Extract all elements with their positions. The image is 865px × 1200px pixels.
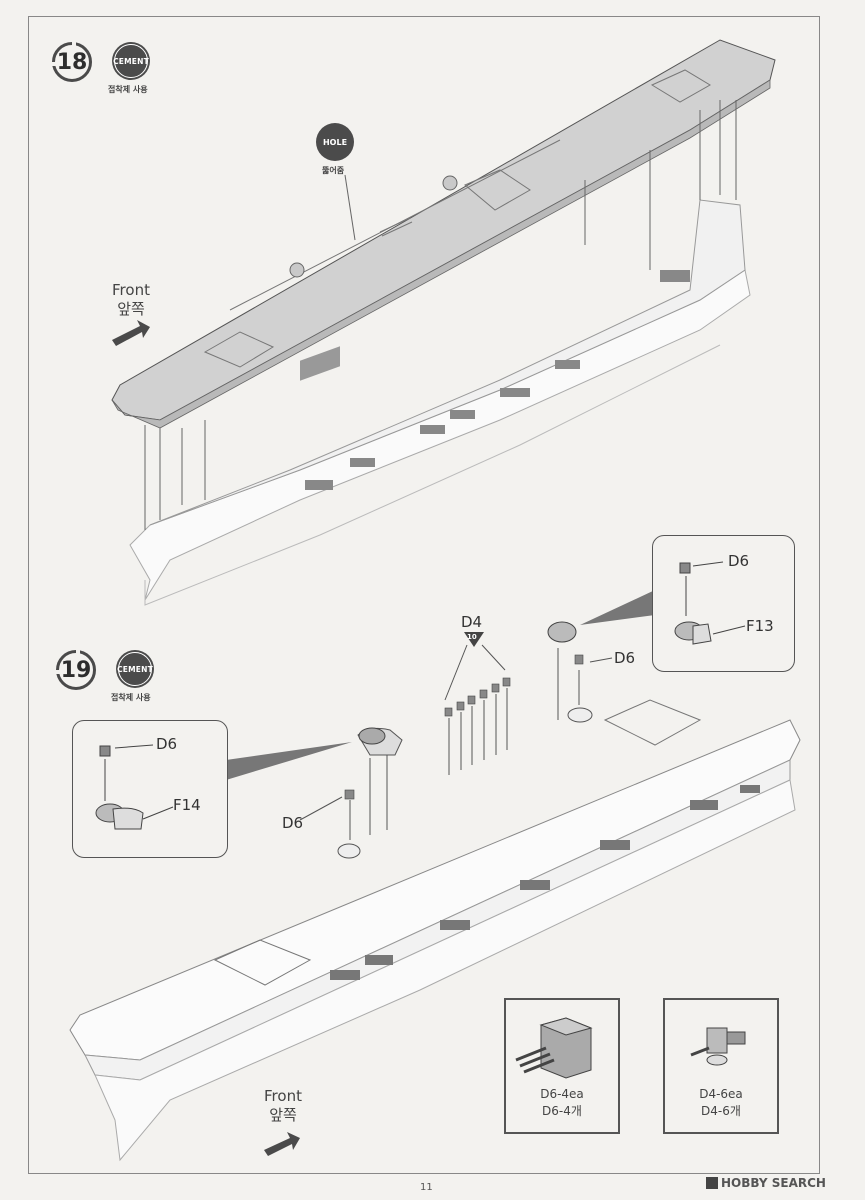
step-18-carrier-illustration [111, 39, 776, 606]
label-d6-left: D6 [282, 814, 304, 832]
page-frame [28, 16, 820, 1174]
part-box-d4: D4-6ea D4-6개 [663, 998, 779, 1134]
front-ko-18: 앞쪽 [117, 300, 145, 318]
hole-badge: HOLE [316, 123, 354, 161]
step-19-number: 19 [55, 649, 96, 690]
inset-label-d6-left: D6 [156, 735, 178, 753]
label-d6-right: D6 [614, 649, 636, 667]
cement-caption-19: 접착제 사용 [111, 693, 151, 702]
inset-d6-f14: D6 F14 [72, 720, 228, 858]
inset-label-f14: F14 [173, 796, 201, 814]
cement-badge-19: CEMENT [116, 650, 154, 688]
front-ko-19: 앞쪽 [269, 1106, 297, 1124]
part-box-d6-caption: D6-4ea D6-4개 [506, 1086, 618, 1120]
label-d4-qty: 10 [467, 633, 477, 641]
watermark-logo-icon [706, 1177, 718, 1189]
front-en-19: Front [264, 1087, 302, 1105]
part-box-d4-line2: D4-6개 [701, 1104, 741, 1118]
part-box-d6: D6-4ea D6-4개 [504, 998, 620, 1134]
part-box-d4-line1: D4-6ea [699, 1087, 743, 1101]
inset-d6-f14-drawing [95, 744, 174, 830]
cement-caption-18: 접착제 사용 [108, 85, 148, 94]
front-label-18: Front 앞쪽 [104, 281, 158, 319]
inset-label-f13: F13 [746, 617, 774, 635]
inset-d6-f13-drawing [674, 561, 746, 645]
step-18-number: 18 [51, 41, 92, 82]
part-box-d6-drawing [515, 1017, 593, 1079]
part-box-d4-caption: D4-6ea D4-6개 [665, 1086, 777, 1120]
label-d4: D4 [461, 613, 483, 631]
part-box-d6-line2: D6-4개 [542, 1104, 582, 1118]
part-box-d6-line1: D6-4ea [540, 1087, 584, 1101]
part-box-d4-drawing [690, 1027, 746, 1066]
page-number: 11 [420, 1182, 433, 1193]
inset-d6-f13: D6 F13 [652, 535, 795, 672]
cement-badge-19-text: CEMENT [117, 652, 153, 686]
cement-badge-18: CEMENT [112, 42, 150, 80]
front-label-19: Front 앞쪽 [256, 1087, 310, 1125]
front-en-18: Front [112, 281, 150, 299]
watermark-text: HOBBY SEARCH [721, 1176, 826, 1190]
hole-caption: 뚫어줌 [322, 166, 345, 175]
inset-label-d6-top: D6 [728, 552, 750, 570]
cement-badge-18-text: CEMENT [113, 44, 149, 78]
watermark: HOBBY SEARCH [706, 1176, 826, 1190]
